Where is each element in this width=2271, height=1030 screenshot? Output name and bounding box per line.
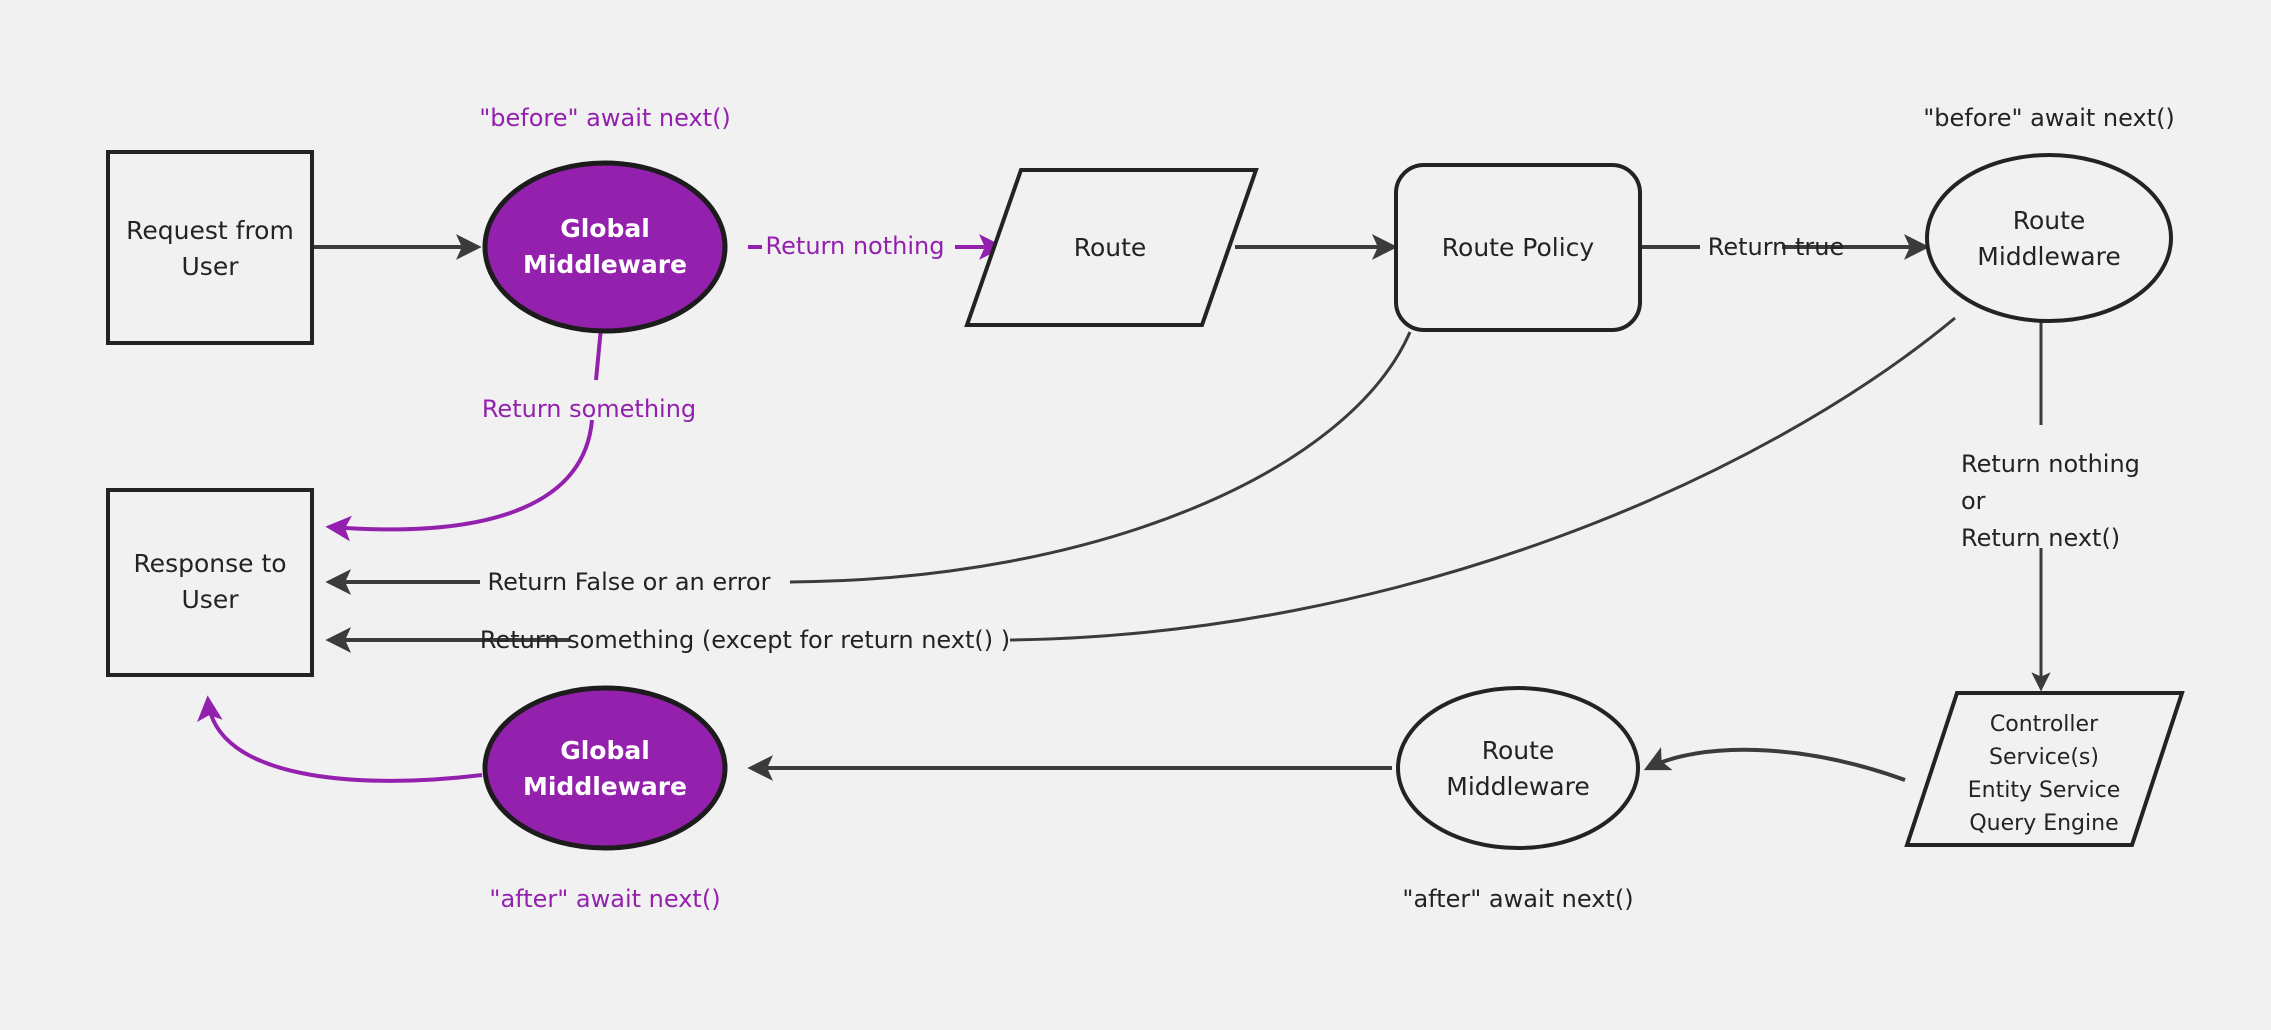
node-route-middleware-top-line1: Route bbox=[2013, 206, 2086, 235]
edge-controller-to-route-middleware-bottom bbox=[1643, 747, 1906, 782]
edge-global-middleware-to-response bbox=[325, 419, 594, 542]
edge-global-middleware-bottom-to-response bbox=[197, 695, 483, 783]
node-global-middleware-bottom-line1: Global bbox=[560, 736, 650, 765]
node-controller-line1: Controller bbox=[1990, 712, 2099, 737]
annotation-after-route-middleware: "after" await next() bbox=[1402, 885, 1633, 913]
node-route-policy-label: Route Policy bbox=[1442, 233, 1595, 262]
annotation-before-global-middleware: "before" await next() bbox=[479, 104, 731, 132]
edge-label-return-something-global: Return something bbox=[482, 395, 696, 423]
node-route-policy[interactable] bbox=[1394, 163, 1642, 332]
node-global-middleware-top-line2: Middleware bbox=[523, 250, 687, 279]
edge-label-return-nothing-or-next-line1: Return nothing bbox=[1961, 450, 2140, 478]
node-global-middleware-bottom-line2: Middleware bbox=[523, 772, 687, 801]
annotation-before-route-middleware: "before" await next() bbox=[1923, 104, 2175, 132]
node-request-from-user[interactable] bbox=[106, 150, 314, 345]
node-route-middleware-bottom-line2: Middleware bbox=[1446, 772, 1589, 801]
edge-label-return-something-except-next: Return something (except for return next… bbox=[480, 626, 1010, 654]
annotation-after-global-middleware: "after" await next() bbox=[489, 885, 720, 913]
node-global-middleware-top[interactable] bbox=[482, 160, 728, 334]
node-request-line2: User bbox=[182, 252, 240, 281]
edge-label-return-nothing-or-next-line3: Return next() bbox=[1961, 524, 2120, 552]
node-response-to-user[interactable] bbox=[106, 488, 314, 677]
node-route-middleware-top[interactable] bbox=[1925, 153, 2173, 323]
edge-label-return-nothing-global: Return nothing bbox=[766, 232, 945, 260]
node-request-line1: Request from bbox=[126, 216, 294, 245]
node-response-line2: User bbox=[182, 585, 240, 614]
edge-label-return-nothing-or-next-line2: or bbox=[1961, 487, 1986, 515]
node-route-middleware-bottom-line1: Route bbox=[1482, 736, 1555, 765]
node-controller-services[interactable] bbox=[1904, 691, 2185, 847]
node-response-line1: Response to bbox=[133, 549, 286, 578]
node-controller-line3: Entity Service bbox=[1968, 778, 2121, 803]
node-route-middleware-bottom[interactable] bbox=[1396, 686, 1640, 850]
edge-route-middleware-to-response-curve bbox=[1009, 316, 1956, 642]
node-controller-line2: Service(s) bbox=[1989, 745, 2099, 770]
edge-label-return-false-or-error: Return False or an error bbox=[488, 568, 771, 596]
node-global-middleware-top-line1: Global bbox=[560, 214, 650, 243]
edge-route-policy-to-response-curve bbox=[789, 331, 1412, 584]
node-route-middleware-top-line2: Middleware bbox=[1977, 242, 2120, 271]
edge-label-return-true: Return true bbox=[1708, 233, 1845, 261]
node-global-middleware-bottom[interactable] bbox=[482, 685, 728, 851]
node-route-label: Route bbox=[1074, 233, 1147, 262]
node-route[interactable] bbox=[964, 168, 1259, 327]
node-controller-line4: Query Engine bbox=[1969, 811, 2118, 836]
edge-global-middleware-return-something-stub bbox=[594, 327, 603, 381]
